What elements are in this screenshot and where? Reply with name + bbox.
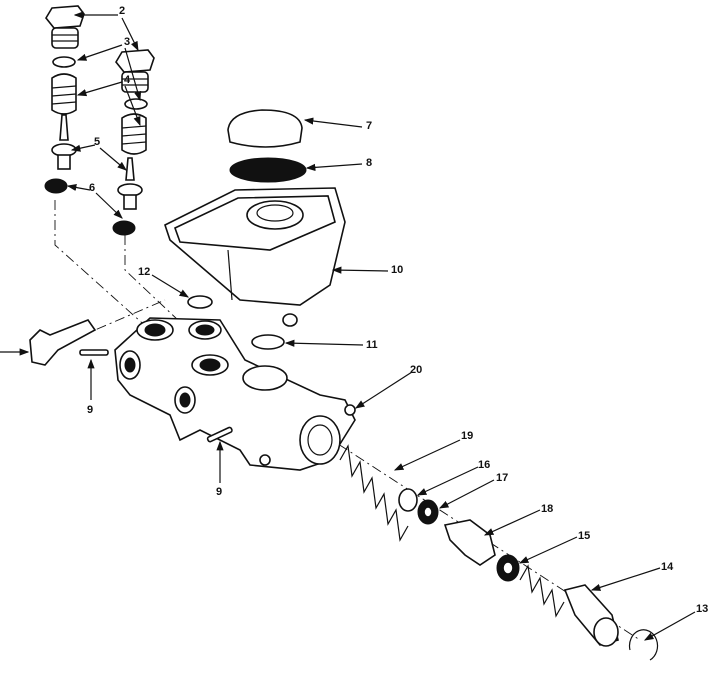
o-ring-12 [187, 295, 213, 309]
callout-9a: 9 [87, 404, 94, 416]
callout-19: 19 [461, 430, 474, 442]
callout-3: 3 [124, 36, 131, 48]
callout-18: 18 [541, 503, 554, 515]
callout-9b: 9 [216, 486, 223, 498]
callout-13: 13 [696, 603, 709, 615]
callout-2: 2 [119, 5, 126, 17]
master-cylinder-body [114, 317, 356, 471]
callout-4: 4 [124, 74, 131, 86]
callout-6: 6 [89, 182, 96, 194]
piston-18 [443, 519, 496, 566]
callout-7: 7 [366, 120, 373, 132]
callout-16: 16 [478, 459, 491, 471]
callout-8: 8 [366, 157, 373, 169]
spring-19 [339, 444, 409, 542]
callout-10: 10 [391, 264, 404, 276]
callout-15: 15 [578, 530, 591, 542]
diaphragm [229, 157, 307, 183]
callout-14: 14 [661, 561, 674, 573]
pin-9b [206, 426, 233, 443]
reservoir [164, 187, 346, 327]
callout-11: 11 [366, 339, 378, 351]
proportioning-valve [29, 319, 97, 366]
reservoir-cap [227, 109, 303, 148]
callout-20: 20 [410, 364, 423, 376]
callout-5: 5 [94, 136, 101, 148]
plug-left [44, 5, 85, 194]
callout-17: 17 [496, 472, 509, 484]
seal-16 [398, 488, 418, 512]
snap-ring-13 [628, 629, 659, 661]
callout-12: 12 [138, 266, 151, 278]
piston-14 [519, 564, 619, 647]
pin-9a [79, 349, 109, 356]
o-ring-11 [251, 334, 285, 350]
